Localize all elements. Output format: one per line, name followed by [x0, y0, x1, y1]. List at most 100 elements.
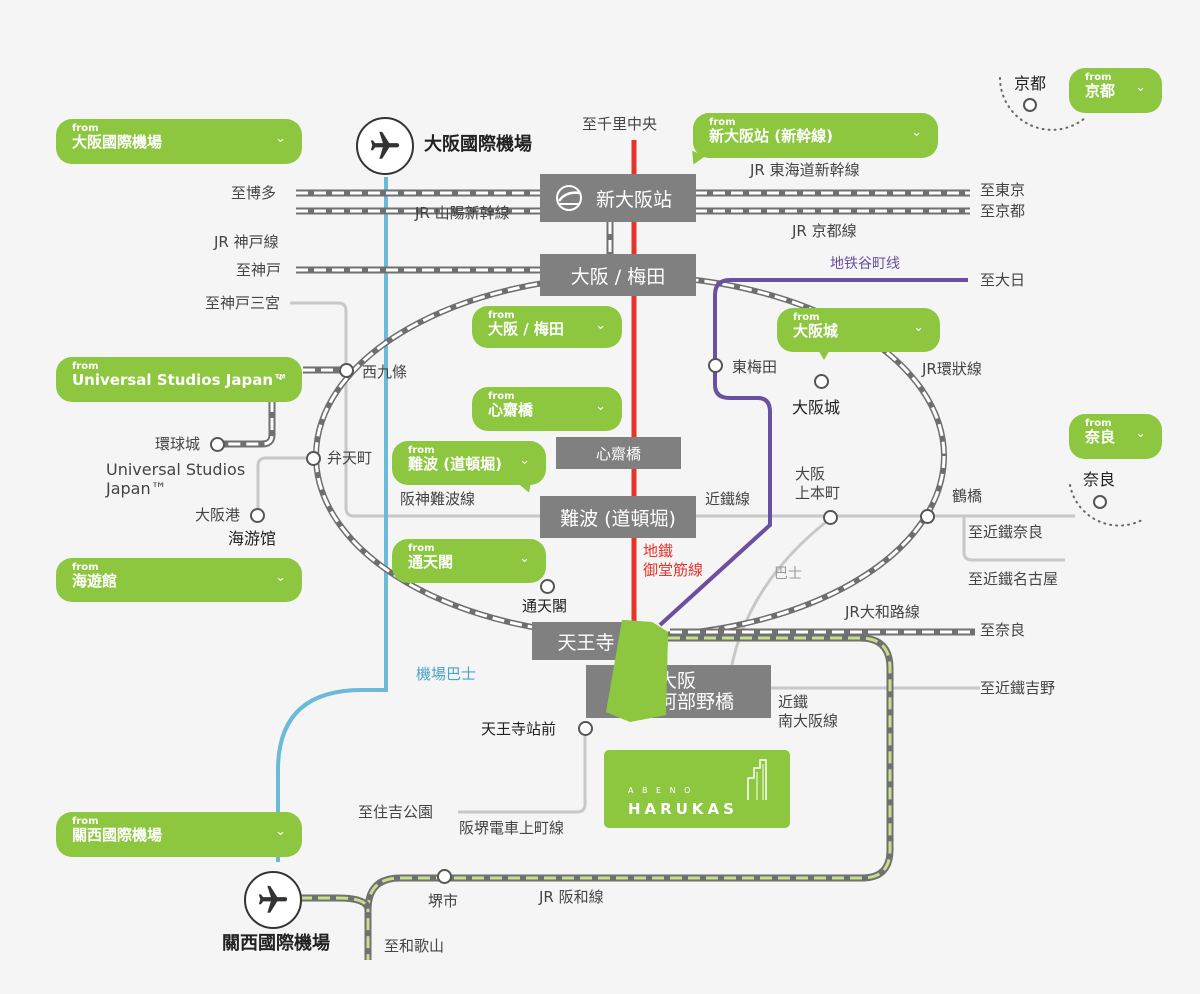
- station-marker-higashi-umeda[interactable]: [708, 358, 723, 373]
- station-marker-tsutenkaku[interactable]: [540, 579, 555, 594]
- station-marker-sakai[interactable]: [437, 869, 452, 884]
- station-marker-uehommachi[interactable]: [823, 510, 838, 525]
- dest-nara: 至奈良: [980, 621, 1026, 639]
- hanshin-kintetsu-line: [290, 301, 1075, 518]
- airport-label-itami: 大阪國際機場: [424, 134, 532, 155]
- line-label-hankai: 阪堺電車上町線: [459, 819, 565, 837]
- line-label-midosuji-1: 地鐵: [643, 542, 674, 560]
- station-label-osaka-castle: 大阪城: [792, 398, 841, 417]
- station-marker-osaka-castle[interactable]: [814, 374, 829, 389]
- from-button-nara[interactable]: from 奈良 ⌄: [1069, 414, 1162, 459]
- chevron-down-icon: ⌄: [275, 131, 286, 146]
- tokaido-shinkansen-track: [695, 189, 970, 215]
- airplane-glyph: [258, 885, 288, 913]
- station-namba[interactable]: 難波 (道頓堀): [540, 496, 696, 538]
- from-label: from: [72, 816, 99, 827]
- harukas-logo[interactable]: A B E N O HARUKAS: [604, 750, 790, 828]
- yumesaki-line: [222, 400, 276, 448]
- station-marker-nara[interactable]: [1093, 495, 1107, 509]
- station-shin-osaka[interactable]: 新大阪站: [540, 174, 696, 222]
- station-label-nishikujo: 西九條: [362, 363, 408, 381]
- from-button-tsutenkaku-label: 通天閣: [408, 553, 454, 571]
- station-shinsaibashi[interactable]: 心齋橋: [556, 437, 681, 469]
- harukas-logo-top: A B E N O: [628, 786, 694, 795]
- dest-sumiyoshi-koen: 至住吉公園: [358, 803, 434, 821]
- line-label-midosuji-2: 御堂筋線: [643, 561, 704, 579]
- station-label-bentencho: 弁天町: [327, 449, 373, 467]
- station-label-kyoto: 京都: [1014, 74, 1047, 93]
- station-label-higashi-umeda: 東梅田: [732, 358, 778, 376]
- from-button-kyoto-label: 京都: [1085, 82, 1116, 100]
- from-button-kyoto[interactable]: from 京都 ⌄: [1069, 68, 1162, 113]
- jr-hanwa-line-dash: [366, 636, 892, 960]
- line-label-kobe-line: JR 神戸線: [214, 233, 279, 251]
- harukas-logo-main: HARUKAS: [628, 800, 738, 818]
- chevron-down-icon: ⌄: [275, 369, 286, 384]
- landmark-usj-line2: Japan™: [106, 479, 167, 498]
- from-button-itami-label: 大阪國際機場: [72, 133, 163, 151]
- station-marker-osakako[interactable]: [250, 508, 265, 523]
- station-label-tsutenkaku: 通天閣: [522, 597, 568, 615]
- station-marker-bentencho[interactable]: [306, 451, 321, 466]
- from-button-shin-osaka-label: 新大阪站 (新幹線): [709, 127, 833, 145]
- station-umeda[interactable]: 大阪 / 梅田: [540, 254, 696, 296]
- dest-tokyo: 至東京: [980, 181, 1026, 199]
- station-marker-tsuruhashi[interactable]: [920, 509, 935, 524]
- hankai-line: [458, 728, 587, 814]
- station-marker-tennoji-ekimae[interactable]: [578, 721, 593, 736]
- pointer-tail: [817, 348, 831, 360]
- line-label-tanimachi: 地铁谷町线: [830, 256, 900, 272]
- chevron-down-icon: ⌄: [519, 453, 530, 468]
- kyoto-region-arc: [999, 77, 1086, 131]
- line-label-kintetsu: 近鐵線: [705, 490, 751, 508]
- shinkansen-icon: [556, 185, 582, 211]
- dest-kintetsu-yoshino: 至近鐵吉野: [980, 679, 1056, 697]
- station-label-osakako: 大阪港: [195, 506, 241, 524]
- from-button-kansai[interactable]: from 關西國際機場 ⌄: [56, 812, 302, 857]
- from-button-shinsaibashi-label: 心齋橋: [488, 401, 534, 419]
- station-marker-universal-city[interactable]: [210, 437, 225, 452]
- line-label-hanshin-namba: 阪神難波線: [400, 490, 476, 508]
- from-button-umeda-label: 大阪 / 梅田: [488, 320, 564, 338]
- line-label-minami-osaka-1: 近鐵: [778, 693, 809, 711]
- from-button-shin-osaka[interactable]: from 新大阪站 (新幹線) ⌄: [687, 113, 938, 168]
- from-button-umeda[interactable]: from 大阪 / 梅田 ⌄: [472, 306, 622, 348]
- dest-kintetsu-nara: 至近鐵奈良: [968, 523, 1044, 541]
- from-button-itami[interactable]: from 大阪國際機場 ⌄: [56, 119, 302, 164]
- dest-wakayama: 至和歌山: [384, 937, 445, 955]
- line-label-kyoto-line: JR 京都線: [792, 222, 857, 240]
- osakako-line: [256, 456, 314, 514]
- airport-bus-line: [276, 177, 388, 862]
- tanimachi-line: [658, 278, 968, 627]
- from-button-tsutenkaku[interactable]: from 通天閣 ⌄: [392, 539, 546, 583]
- airport-label-kansai: 關西國際機場: [222, 933, 330, 954]
- line-label-sanyo-shinkansen: JR 山陽新幹線: [415, 204, 510, 222]
- dest-kobe-sannomiya: 至神戸三宮: [205, 294, 281, 312]
- station-abeno-line2: 阿部野橋: [658, 690, 735, 713]
- from-button-osaka-castle[interactable]: from 大阪城 ⌄: [777, 308, 940, 360]
- line-label-airport-bus: 機場巴士: [416, 665, 477, 683]
- station-abeno-line1: 大阪: [658, 669, 697, 692]
- dest-dainichi: 至大日: [980, 271, 1026, 289]
- from-label: from: [709, 117, 736, 128]
- harukas-building-icon: [606, 620, 668, 720]
- from-button-nara-label: 奈良: [1085, 428, 1116, 446]
- station-marker-kyoto[interactable]: [1023, 98, 1037, 112]
- chevron-down-icon: ⌄: [1135, 80, 1146, 95]
- station-marker-nishikujo[interactable]: [339, 363, 354, 378]
- airplane-glyph: [370, 131, 400, 159]
- from-button-osaka-castle-label: 大阪城: [793, 322, 839, 340]
- from-label: from: [1085, 418, 1112, 429]
- chevron-down-icon: ⌄: [275, 824, 286, 839]
- from-button-usj[interactable]: from Universal Studios Japan™ ⌄: [56, 357, 302, 402]
- dest-senri-chuo: 至千里中央: [582, 115, 658, 133]
- chevron-down-icon: ⌄: [911, 125, 922, 140]
- nara-region-arc: [1069, 484, 1143, 527]
- from-button-namba[interactable]: from 難波 (道頓堀) ⌄: [392, 441, 546, 496]
- line-label-hanwa: JR 阪和線: [539, 888, 604, 906]
- from-button-aquarium[interactable]: from 海遊館 ⌄: [56, 558, 302, 602]
- from-button-shinsaibashi[interactable]: from 心齋橋 ⌄: [472, 387, 622, 431]
- airplane-icon: [244, 871, 302, 929]
- from-label: from: [488, 391, 515, 402]
